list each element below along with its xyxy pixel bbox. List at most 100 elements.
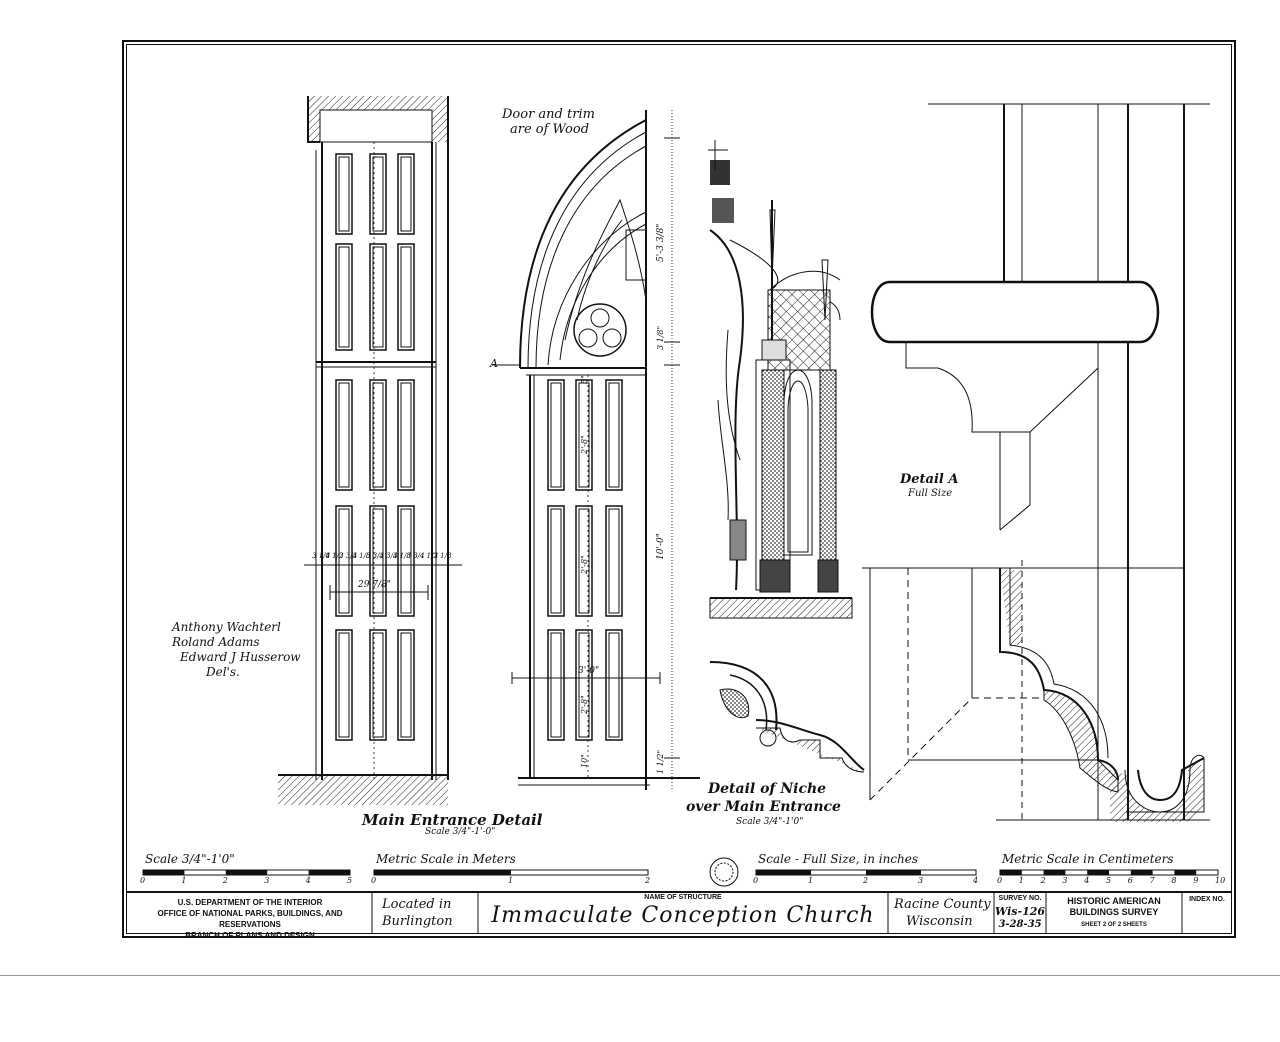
door-panel <box>335 505 353 617</box>
scale-tick-label: 5 <box>1106 876 1112 885</box>
door-panel <box>335 629 353 741</box>
scale-bar-segment <box>225 870 268 875</box>
scale-bar-segment <box>143 870 185 875</box>
scale-bar-segment <box>1000 870 1022 875</box>
scale-tick-label: 9 <box>1193 876 1199 885</box>
scale-bar-title: Scale 3/4"-1'0" <box>145 852 235 866</box>
rail-dimension-label: 3 1/8 <box>352 552 371 560</box>
section-marker-a: A <box>490 357 498 370</box>
niche-detail <box>708 140 865 773</box>
sheet-border <box>122 40 1236 938</box>
door-panel <box>397 153 415 235</box>
scale-tick-label: 2 <box>1040 876 1046 885</box>
dimension-height-3: 10'-0" <box>656 533 666 560</box>
rail-dimension-label: 4 1/2 <box>420 552 438 560</box>
door-panel <box>575 629 593 741</box>
scale-tick-label: 2 <box>222 876 228 885</box>
dimension-height-4: 1 1/2" <box>656 749 665 774</box>
scale-bars <box>142 869 1219 876</box>
agency-line-3: BRANCH OF PLANS AND DESIGN <box>185 931 315 940</box>
door-panel <box>400 156 412 232</box>
scale-bar-segment <box>1130 870 1153 875</box>
dimension-panel-3: 2'-8" <box>580 555 589 574</box>
door-panel <box>605 629 623 741</box>
door-panels <box>335 153 623 741</box>
scale-tick-label: 1 <box>808 876 814 885</box>
location-line-2: Burlington <box>382 914 453 929</box>
door-panel <box>338 382 350 488</box>
dimension-panel-4: 2'-8" <box>580 695 589 714</box>
scale-tick-label: 2 <box>863 876 869 885</box>
bottom-rule <box>0 975 1280 976</box>
survey-seal <box>709 857 739 887</box>
door-panel <box>550 508 562 614</box>
scale-tick-label: 4 <box>305 876 311 885</box>
rail-dimension-label: 3 1/8 <box>312 552 330 560</box>
door-panel <box>369 153 387 235</box>
door-panel <box>575 379 593 491</box>
scale-tick-label: 2 <box>645 876 651 885</box>
scale-tick-label: 0 <box>753 876 759 885</box>
door-panel <box>608 382 620 488</box>
door-panel <box>335 243 353 351</box>
scale-bar-segment <box>1174 870 1197 875</box>
door-panel <box>369 505 387 617</box>
survey-date: 3-28-35 <box>998 919 1042 930</box>
scale-tick-label: 3 <box>264 876 270 885</box>
door-panel <box>372 246 384 348</box>
delineator-4: Del's. <box>206 665 240 679</box>
scale-bar-title: Metric Scale in Centimeters <box>1002 852 1174 866</box>
door-panel <box>372 156 384 232</box>
scale-tick-label: 1 <box>1018 876 1024 885</box>
door-panel <box>608 508 620 614</box>
dimension-arch-width: 3'-0" <box>578 666 600 676</box>
door-panel <box>547 505 565 617</box>
scale-tick-label: 1 <box>508 876 514 885</box>
door-panel <box>369 379 387 491</box>
sheet-count: SHEET 2 OF 2 SHEETS <box>1081 922 1147 928</box>
rail-dimension-label: 3 3/4 <box>379 552 398 560</box>
scale-tick-label: 3 <box>918 876 924 885</box>
structure-name-label: NAME OF STRUCTURE <box>644 894 722 901</box>
detail-a-profile <box>862 103 1210 822</box>
scale-tick-label: 3 <box>1062 876 1068 885</box>
title-block-rules <box>126 891 1232 934</box>
door-panel <box>400 246 412 348</box>
rail-dimension-label: 3 1/8 <box>433 552 452 560</box>
door-panel <box>400 508 412 614</box>
door-panel <box>397 379 415 491</box>
door-panel <box>369 629 387 741</box>
scale-bar-segment <box>1043 870 1066 875</box>
scale-tick-label: 0 <box>371 876 377 885</box>
scale-bar-segment <box>866 870 921 875</box>
door-panel <box>400 632 412 738</box>
door-panel <box>397 243 415 351</box>
scale-tick-label: 6 <box>1127 876 1133 885</box>
delineator-3: Edward J Husserow <box>180 650 301 664</box>
scale-tick-label: 1 <box>181 876 187 885</box>
dimension-panel-5: 10" <box>580 754 589 768</box>
door-panel <box>605 505 623 617</box>
agency-block: U.S. DEPARTMENT OF THE INTERIOR OFFICE O… <box>128 897 372 941</box>
door-panel <box>335 379 353 491</box>
scale-tick-label: 5 <box>347 876 353 885</box>
rail-dimension-label: 3 3/4 <box>366 552 384 560</box>
door-panel <box>369 243 387 351</box>
door-panel <box>575 505 593 617</box>
agency-line-1: U.S. DEPARTMENT OF THE INTERIOR <box>177 898 323 907</box>
niche-title-1: Detail of Niche <box>708 781 827 797</box>
material-note-2: are of Wood <box>510 122 590 137</box>
dimension-height-2: 3 1/8" <box>656 325 665 350</box>
program-block: HISTORIC AMERICAN BUILDINGS SURVEY <box>1046 896 1182 918</box>
door-panel <box>372 632 384 738</box>
dimension-height-1: 5'-3 3/8" <box>656 223 666 262</box>
main-entrance-title: Main Entrance Detail <box>362 811 543 829</box>
arched-door-elevation <box>492 110 700 790</box>
delineator-2: Roland Adams <box>172 635 260 649</box>
dimension-panel-1: 5" <box>580 375 589 384</box>
scale-bar-segment <box>756 870 811 875</box>
door-panel <box>338 632 350 738</box>
survey-seal-inner <box>714 862 734 882</box>
